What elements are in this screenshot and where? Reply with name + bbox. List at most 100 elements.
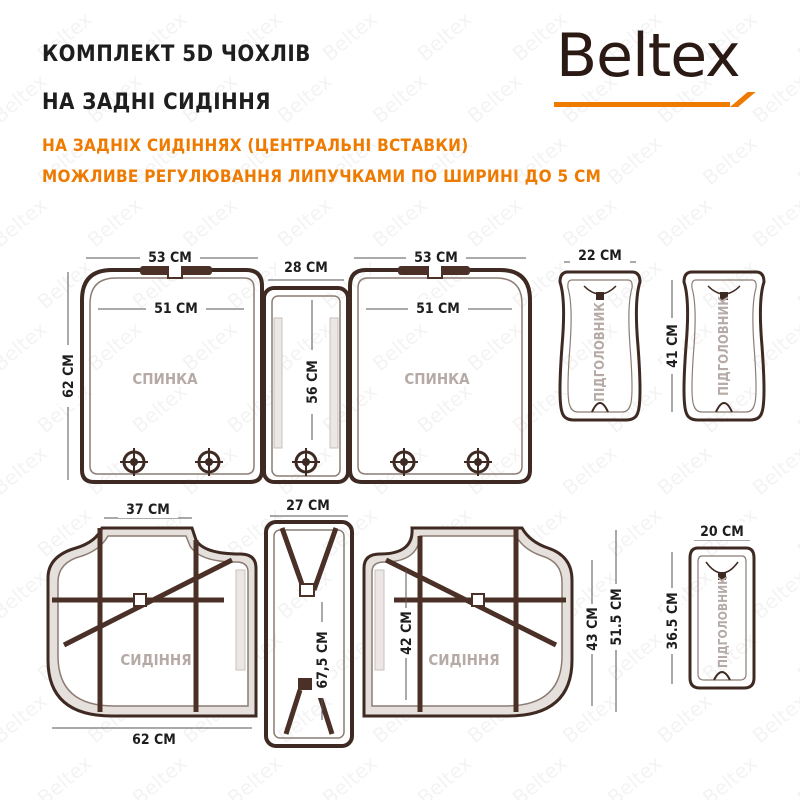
headrest-1-height: 41 СМ	[665, 324, 681, 368]
watermark-text: Beltex	[0, 0, 52, 4]
watermark-text: Beltex	[463, 69, 527, 128]
watermark-text: Beltex	[463, 317, 527, 376]
watermark-text: Beltex	[603, 751, 667, 800]
watermark-text: Beltex	[178, 193, 242, 252]
watermark-text: Beltex	[603, 131, 667, 190]
watermark-text: Beltex	[793, 255, 800, 314]
watermark-text: Beltex	[223, 751, 287, 800]
watermark-text: Beltex	[368, 193, 432, 252]
watermark-text: Beltex	[318, 7, 382, 66]
backrest-right-width-outer: 53 СМ	[414, 250, 458, 266]
headrest-3-label: ПІДГОЛОВНИК	[716, 576, 730, 668]
watermark-text: Beltex	[0, 751, 2, 800]
watermark-text: Beltex	[368, 0, 432, 4]
hook-icon	[464, 448, 492, 476]
headrest-2-outline	[682, 270, 766, 422]
elastic-cord	[705, 561, 739, 574]
watermark-text: Beltex	[83, 0, 147, 4]
watermark-text: Beltex	[748, 689, 800, 748]
headrest-3-slot	[713, 671, 731, 681]
watermark-text: Beltex	[508, 751, 572, 800]
velcro-strip	[235, 569, 246, 671]
watermark-text: Beltex	[0, 193, 52, 252]
watermark-text: Beltex	[793, 379, 800, 438]
watermark-text: Beltex	[273, 441, 337, 500]
strap	[62, 557, 234, 648]
watermark-text: Beltex	[0, 379, 2, 438]
velcro-strip	[273, 317, 283, 449]
cord-lock-icon	[596, 292, 604, 300]
seat-right-height-mid: 43 СМ	[585, 607, 601, 651]
seat-center-height: 67,5 СМ	[315, 631, 331, 688]
note-line2: МОЖЛИВЕ РЕГУЛЮВАННЯ ЛИПУЧКАМИ ПО ШИРИНІ …	[42, 167, 602, 187]
watermark-text: Beltex	[793, 503, 800, 562]
seat-center: 27 СМ 67,5 СМ	[264, 496, 354, 748]
hook-icon	[292, 448, 320, 476]
headrest-1-outline	[558, 270, 642, 422]
backrest-right: 53 СМ 51 СМ СПИНКА	[348, 248, 532, 484]
watermark-text: Beltex	[558, 441, 622, 500]
logo-underline-icon	[554, 92, 756, 107]
watermark-text: Beltex	[698, 131, 762, 190]
watermark-text: Beltex	[748, 193, 800, 252]
watermark-text: Beltex	[413, 751, 477, 800]
hook-icon	[120, 448, 148, 476]
watermark-text: Beltex	[0, 627, 2, 686]
watermark-text: Beltex	[273, 69, 337, 128]
page-title-line1: КОМПЛЕКТ 5D ЧОХЛІВ	[42, 42, 311, 67]
watermark-text: Beltex	[793, 751, 800, 800]
watermark-text: Beltex	[793, 7, 800, 66]
seat-right-height-inner: 42 СМ	[399, 611, 415, 655]
watermark-text: Beltex	[0, 317, 52, 376]
watermark-text: Beltex	[128, 751, 192, 800]
velcro-strip	[374, 569, 385, 671]
headrest-2-inner	[691, 279, 757, 413]
watermark-text: Beltex	[698, 751, 762, 800]
watermark-text: Beltex	[178, 317, 242, 376]
watermark-text: Beltex	[178, 0, 242, 4]
backrest-left-width-outer: 53 СМ	[148, 250, 192, 266]
watermark-text: Beltex	[463, 193, 527, 252]
headrest-2-slot	[715, 402, 733, 413]
headrest-1: 22 СМ ПІДГОЛОВНИК	[558, 246, 642, 422]
watermark-text: Beltex	[368, 317, 432, 376]
seat-center-width: 27 СМ	[286, 498, 330, 514]
headrest-1-label: ПІДГОЛОВНИК	[593, 302, 608, 402]
backrest-left-outline	[80, 268, 264, 484]
headrest-3-outline	[688, 546, 756, 690]
seat-left-label: СИДІННЯ	[120, 651, 191, 669]
watermark-text: Beltex	[273, 193, 337, 252]
seat-center-inner	[273, 529, 345, 739]
watermark-text: Beltex	[0, 131, 2, 190]
watermark-text: Beltex	[653, 193, 717, 252]
watermark-text: Beltex	[318, 751, 382, 800]
watermark-text: Beltex	[0, 255, 2, 314]
watermark-text: Beltex	[653, 689, 717, 748]
seat-left-width-bottom: 62 СМ	[132, 732, 176, 748]
buckle-icon	[299, 583, 315, 597]
backrest-left-label: СПИНКА	[132, 370, 198, 388]
watermark-text: Beltex	[273, 0, 337, 4]
headrest-3-inner	[697, 555, 747, 681]
backrest-left-inner	[89, 277, 255, 475]
watermark-text: Beltex	[413, 7, 477, 66]
watermark-text: Beltex	[0, 689, 52, 748]
note-line1: НА ЗАДНІХ СИДІННЯХ (ЦЕНТРАЛЬНІ ВСТАВКИ)	[42, 136, 469, 156]
seat-right-height-outer: 51.5 СМ	[609, 588, 625, 645]
hook-icon	[195, 448, 223, 476]
watermark-text: Beltex	[793, 627, 800, 686]
backrest-right-outline	[348, 268, 532, 484]
backrest-left-height: 62 СМ	[61, 354, 77, 398]
headrest-3: 20 СМ 36.5 СМ ПІДГОЛОВНИК	[662, 522, 756, 690]
watermark-text: Beltex	[653, 441, 717, 500]
watermark-text: Beltex	[748, 441, 800, 500]
hook-icon	[390, 448, 418, 476]
backrest-right-width-inner: 51 СМ	[416, 301, 460, 317]
logo-wordmark: Beltex	[556, 21, 741, 91]
watermark-text: Beltex	[83, 317, 147, 376]
cord-lock-icon	[720, 292, 728, 300]
watermark-text: Beltex	[0, 441, 52, 500]
watermark-text: Beltex	[603, 503, 667, 562]
page-title-line2: НА ЗАДНІ СИДІННЯ	[42, 90, 272, 115]
